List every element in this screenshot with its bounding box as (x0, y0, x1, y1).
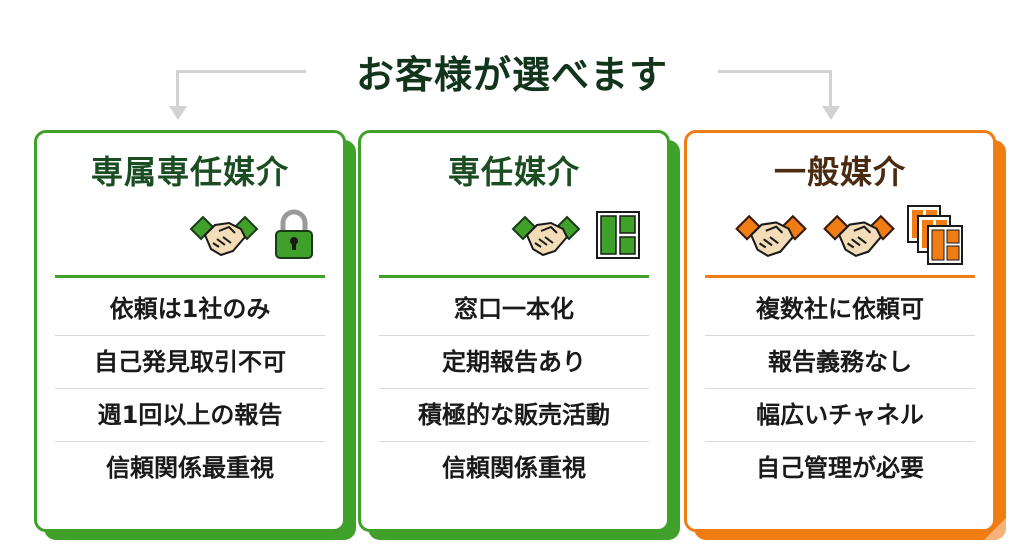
card-exclusive-dedicated: 専属専任媒介 依頼は1 (34, 130, 356, 540)
feature-item: 積極的な販売活動 (379, 389, 649, 442)
handshake-icon (730, 210, 812, 264)
handshake-icon (185, 211, 263, 263)
padlock-icon (273, 209, 315, 265)
card-title: 専任媒介 (447, 153, 580, 191)
feature-item: 定期報告あり (379, 336, 649, 389)
single-window-icon (595, 210, 641, 264)
feature-list: 複数社に依頼可 報告義務なし 幅広いチャネル 自己管理が必要 (705, 283, 975, 495)
feature-item: 報告義務なし (705, 336, 975, 389)
feature-list: 窓口一本化 定期報告あり 積極的な販売活動 信頼関係重視 (379, 283, 649, 495)
card-title: 一般媒介 (773, 153, 906, 191)
multiple-windows-icon (906, 204, 964, 270)
feature-item: 複数社に依頼可 (705, 283, 975, 336)
feature-list: 依頼は1社のみ 自己発見取引不可 週1回以上の報告 信頼関係最重視 (55, 283, 325, 495)
feature-item: 自己管理が必要 (756, 454, 924, 482)
feature-item: 信頼関係重視 (442, 454, 586, 482)
card-general: 一般媒介 (684, 130, 1006, 540)
card-title: 専属専任媒介 (90, 153, 289, 191)
handshake-icon (818, 210, 900, 264)
card-divider (705, 275, 975, 278)
feature-item: 信頼関係最重視 (106, 454, 274, 482)
feature-item: 幅広いチャネル (705, 389, 975, 442)
feature-item: 依頼は1社のみ (55, 283, 325, 336)
page-title: お客様が選べます (355, 53, 668, 97)
feature-item: 窓口一本化 (379, 283, 649, 336)
card-divider (55, 275, 325, 278)
feature-item: 週1回以上の報告 (55, 389, 325, 442)
card-divider (379, 275, 649, 278)
feature-item: 自己発見取引不可 (55, 336, 325, 389)
handshake-icon (507, 211, 585, 263)
card-exclusive: 専任媒介 窓口一本化 (358, 130, 680, 540)
